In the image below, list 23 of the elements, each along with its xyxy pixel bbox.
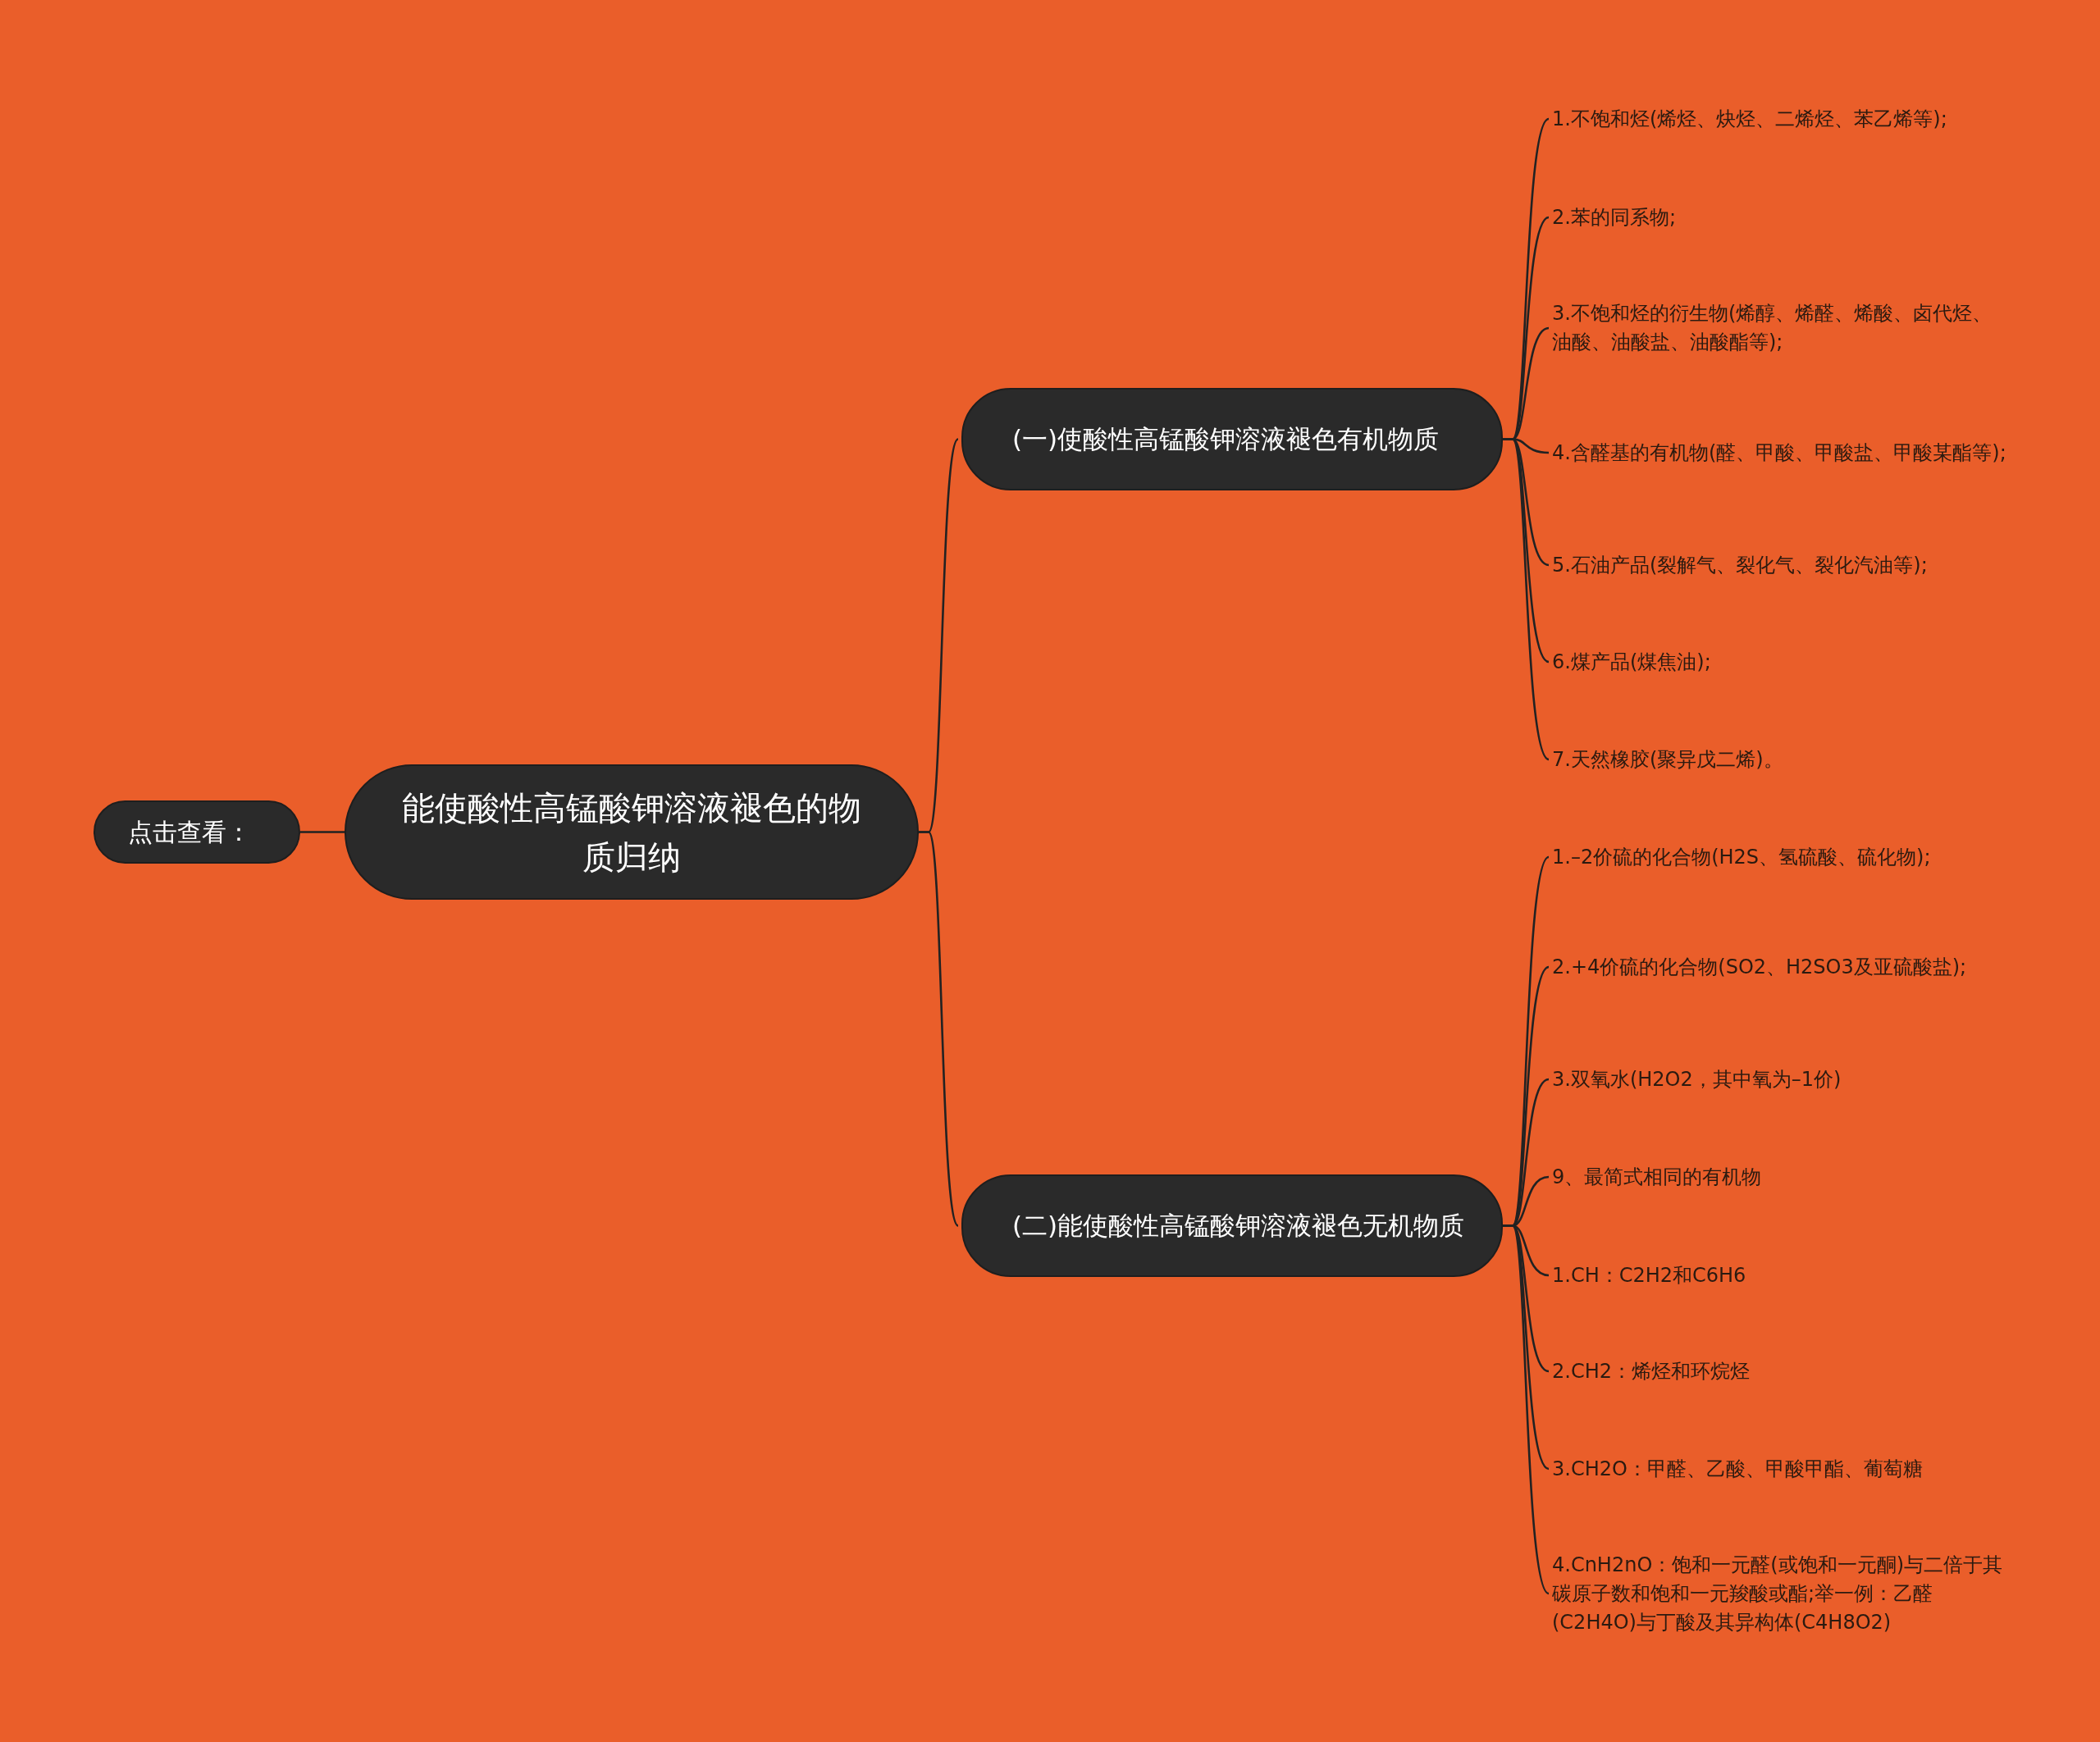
leaf-topic: 2.CH2：烯烃和环烷烃 [1552, 1357, 2011, 1386]
leaf-topic: 2.苯的同系物; [1552, 203, 2011, 232]
leaf-topic: 1.–2价硫的化合物(H2S、氢硫酸、硫化物); [1552, 842, 2011, 872]
leaf-topic: 1.CH：C2H2和C6H6 [1552, 1261, 2011, 1290]
leaf-topic: 9、最简式相同的有机物 [1552, 1162, 2011, 1192]
leaf-topic: 3.双氧水(H2O2，其中氧为–1价) [1552, 1065, 2011, 1094]
leaf-topic: 6.煤产品(煤焦油); [1552, 647, 2011, 677]
leaf-topic: 3.不饱和烃的衍生物(烯醇、烯醛、烯酸、卤代烃、油酸、油酸盐、油酸酯等); [1552, 299, 2011, 357]
branch-topic: (二)能使酸性高锰酸钾溶液褪色无机物质 [961, 1174, 1503, 1277]
connector-line [1503, 1224, 1550, 1594]
side-topic: 点击查看： [94, 800, 300, 864]
leaf-topic: 4.CnH2nO：饱和一元醛(或饱和一元酮)与二倍于其碳原子数和饱和一元羧酸或酯;举一例：乙醛(C2H4O)与丁酸及其异构体(C4H8O2) [1552, 1550, 2011, 1637]
central-topic: 能使酸性高锰酸钾溶液褪色的物质归纳 [345, 764, 919, 900]
leaf-topic: 3.CH2O：甲醛、乙酸、甲酸甲酯、葡萄糖 [1552, 1454, 2011, 1484]
leaf-topic: 1.不饱和烃(烯烃、炔烃、二烯烃、苯乙烯等); [1552, 104, 2011, 134]
leaf-topic: 7.天然橡胶(聚异戊二烯)。 [1552, 745, 2011, 774]
connector-line [1503, 438, 1550, 760]
connector-line [300, 831, 345, 833]
leaf-topic: 5.石油产品(裂解气、裂化气、裂化汽油等); [1552, 550, 2011, 580]
connector-line [919, 831, 960, 1227]
leaf-topic: 2.+4价硫的化合物(SO2、H2SO3及亚硫酸盐); [1552, 952, 2011, 982]
branch-topic: (一)使酸性高锰酸钾溶液褪色有机物质 [961, 388, 1503, 490]
leaf-topic: 4.含醛基的有机物(醛、甲酸、甲酸盐、甲酸某酯等); [1552, 438, 2011, 467]
